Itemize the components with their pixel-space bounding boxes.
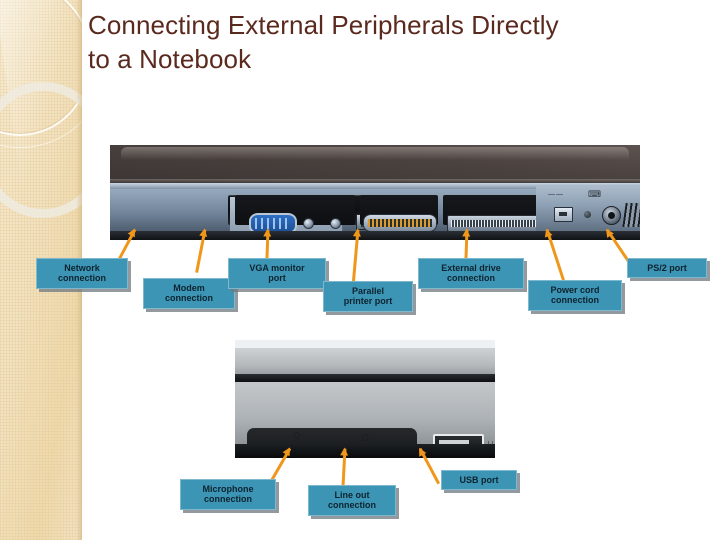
indicator-dot-icon	[584, 211, 591, 218]
callout-modem-connection[interactable]: Modem connection	[143, 278, 235, 309]
side-seam	[235, 374, 495, 382]
rear-connector-bay-parallel	[360, 195, 438, 232]
callout-line-out-connection[interactable]: Line out connection	[308, 485, 396, 516]
side-lid	[235, 348, 495, 374]
callout-microphone-connection[interactable]: Microphone connection	[180, 479, 276, 510]
ventilation-grille	[622, 203, 640, 227]
headphone-icon: Ω	[361, 432, 370, 444]
external-drive-connection-port	[447, 215, 541, 232]
vga-screw-left-icon	[303, 218, 314, 229]
rear-right-panel: —— ⌨	[536, 185, 640, 233]
parallel-pins	[368, 219, 432, 227]
dock-pins	[451, 220, 537, 227]
sidebar-ring-lower-icon	[0, 82, 82, 218]
arrow-vga	[265, 229, 270, 260]
rear-connector-bay-vga	[235, 195, 355, 234]
arrow-drive	[464, 229, 469, 260]
vga-screw-right-icon	[330, 218, 341, 229]
chassis-foot	[110, 231, 640, 240]
vga-pins	[255, 218, 291, 229]
side-body: ⚲ Ω ⑂	[235, 382, 495, 458]
ps2-port-icon: ⌨	[588, 189, 601, 199]
notebook-lid	[110, 145, 640, 186]
notebook-rear-panel-photo: ··· ☉	[110, 145, 640, 240]
callout-external-drive-connection[interactable]: External drive connection	[418, 258, 524, 289]
rear-connector-bay-dock	[443, 195, 543, 232]
callout-power-cord-connection[interactable]: Power cord connection	[528, 280, 622, 311]
parallel-printer-port	[363, 214, 437, 232]
lid-highlight	[120, 147, 630, 160]
notebook-side-panel-photo: ⚲ Ω ⑂	[235, 340, 495, 458]
power-cord-port	[554, 207, 573, 222]
page-title: Connecting External Peripherals Directly…	[88, 10, 559, 75]
callout-usb-port[interactable]: USB port	[441, 470, 517, 491]
callout-ps2-port[interactable]: PS/2 port	[627, 258, 707, 279]
power-port-icon: ——	[548, 191, 564, 198]
notebook-chassis: ··· ☉	[110, 183, 640, 240]
side-top-edge	[235, 340, 495, 348]
callout-vga-monitor-port[interactable]: VGA monitor port	[228, 258, 326, 289]
callout-parallel-printer-port[interactable]: Parallel printer port	[323, 281, 413, 312]
callout-network-connection[interactable]: Network connection	[36, 258, 128, 289]
chassis-lip	[110, 183, 640, 189]
ps2-port	[602, 206, 621, 225]
side-foot	[235, 444, 495, 458]
